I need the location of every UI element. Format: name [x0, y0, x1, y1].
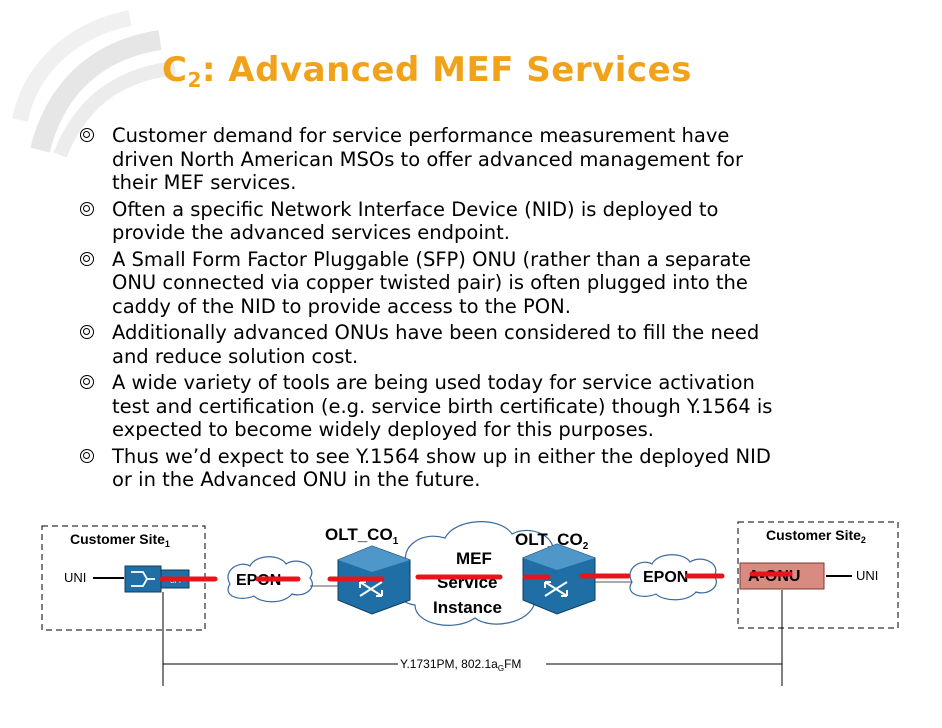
olt-co2-label: OLT_CO2 [515, 530, 589, 552]
mef-label-line1: MEF [456, 549, 492, 568]
bullet-item: A Small Form Factor Pluggable (SFP) ONU … [72, 248, 872, 319]
olt-co1-label: OLT_CO1 [325, 525, 399, 547]
bullet-icon [80, 201, 94, 216]
customer-site-2-label: Customer Site2 [766, 527, 866, 545]
slide-title: C2: Advanced MEF Services [162, 50, 692, 92]
bullet-icon [80, 251, 94, 266]
bullet-item: Customer demand for service performance … [72, 124, 872, 195]
network-diagram: Customer Site1 Customer Site2 UNI SFP EP… [41, 521, 899, 686]
customer-site-2-box [737, 521, 899, 629]
uni-right-label: UNI [856, 568, 878, 583]
oam-label: Y.1731PM, 802.1aGFM [400, 657, 521, 673]
bullet-icon [80, 375, 94, 389]
service-path [159, 571, 793, 582]
mef-label-line3: Instance [433, 598, 502, 617]
bullet-list: Customer demand for service performance … [72, 124, 872, 495]
bullet-item: Thus we’d expect to see Y.1564 show up i… [72, 445, 872, 492]
bullet-icon [80, 325, 94, 339]
uni-left-label: UNI [64, 570, 86, 585]
olt-co2-switch-icon [522, 543, 596, 615]
decorative-swoosh [12, 10, 176, 158]
epon-right-label: EPON [643, 569, 688, 586]
customer-site-1-label: Customer Site1 [70, 531, 170, 549]
bullet-item: A wide variety of tools are being used t… [72, 371, 872, 442]
bullet-icon [80, 448, 94, 463]
bullet-icon [80, 128, 94, 142]
bullet-item: Often a specific Network Interface Devic… [72, 198, 872, 245]
bullet-item: Additionally advanced ONUs have been con… [72, 321, 872, 368]
